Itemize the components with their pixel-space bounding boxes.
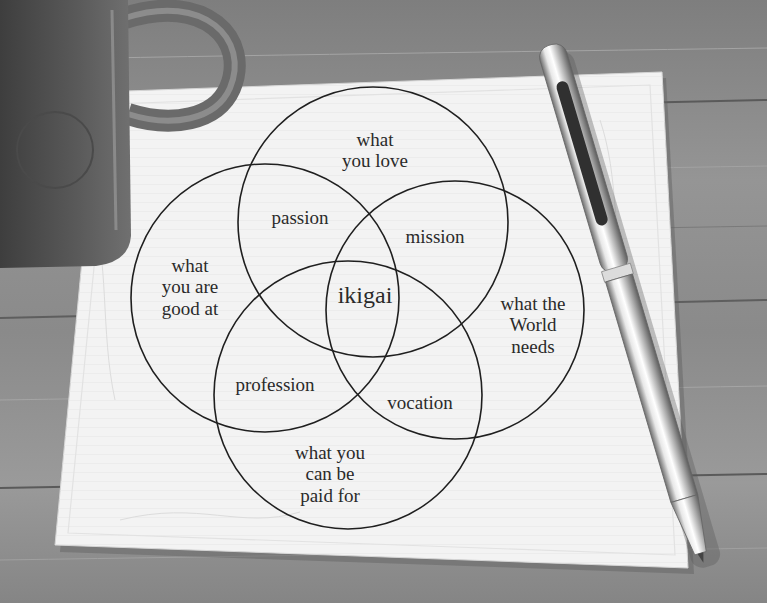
- intersection-label: profession: [235, 375, 314, 396]
- label-holder: vocation: [387, 393, 452, 414]
- intersection-label: vocation: [387, 393, 452, 414]
- napkin-wrinkles: [90, 120, 630, 520]
- intersection-label: mission: [405, 227, 464, 248]
- mug-body: [0, 0, 131, 268]
- circle-label: what the World needs: [494, 293, 572, 357]
- pen-cap: [537, 41, 631, 275]
- venn-circle: [326, 181, 584, 439]
- intersection-label: passion: [272, 208, 329, 229]
- venn-circle: [238, 87, 508, 357]
- circle-label: what you are good at: [157, 255, 223, 319]
- pen-shadow: [542, 49, 723, 570]
- mug-shine: [112, 10, 116, 230]
- wrinkle: [120, 512, 300, 520]
- pen-tip: [671, 495, 714, 558]
- pen-barrel: [606, 274, 698, 502]
- venn-circle-node: what the World needs: [325, 180, 585, 440]
- label-holder: mission: [405, 227, 464, 248]
- circle-label: what you love: [341, 129, 410, 172]
- mug-handle: [125, 11, 235, 121]
- venn-circle: [131, 164, 399, 432]
- label-holder: ikigai: [338, 282, 393, 308]
- pen-point: [698, 552, 707, 563]
- intersection-label: ikigai: [338, 282, 393, 308]
- coffee-mug: [0, 0, 235, 268]
- mug-handle-highlight: [125, 11, 235, 121]
- venn-circle: [214, 261, 482, 529]
- pen-grip: [555, 80, 609, 227]
- mug-emblem: [17, 112, 93, 188]
- circle-label: what you can be paid for: [288, 442, 372, 506]
- label-holder: profession: [235, 375, 314, 396]
- label-holder: passion: [272, 208, 329, 229]
